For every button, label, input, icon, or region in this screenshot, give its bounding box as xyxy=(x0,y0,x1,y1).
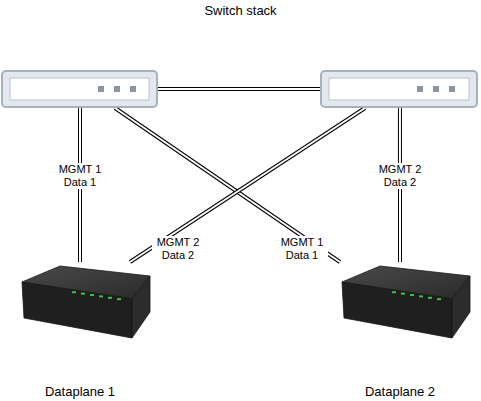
network-switch xyxy=(1,70,158,108)
double-link xyxy=(130,108,365,262)
switch-shape xyxy=(1,70,158,108)
status-led xyxy=(117,298,121,300)
link-outer xyxy=(130,108,365,262)
link-label: MGMT 1 Data 1 xyxy=(276,236,328,262)
link-label: MGMT 2 Data 2 xyxy=(152,236,204,262)
status-led xyxy=(392,291,396,293)
dataplane-device: Dataplane 1 xyxy=(10,262,150,401)
device-front xyxy=(22,282,132,338)
switch-port xyxy=(98,86,104,92)
node-label: Dataplane 1 xyxy=(10,384,150,400)
status-led xyxy=(72,291,76,293)
device-side xyxy=(452,276,470,338)
device-front xyxy=(342,282,452,338)
link-outer xyxy=(115,108,340,262)
link-label: MGMT 1 Data 1 xyxy=(54,163,106,189)
double-link xyxy=(158,89,320,90)
switch-panel xyxy=(329,78,469,100)
status-led xyxy=(108,297,112,299)
switch-port xyxy=(130,86,136,92)
status-led xyxy=(99,295,103,297)
status-led xyxy=(419,295,423,297)
link-outer xyxy=(158,87,320,91)
status-led xyxy=(410,294,414,296)
link-inner xyxy=(115,108,340,262)
dataplane-device: Dataplane 2 xyxy=(330,262,470,401)
link-label: MGMT 2 Data 2 xyxy=(374,163,426,189)
link-inner xyxy=(130,108,365,262)
switch-body xyxy=(2,71,157,107)
switch-shape xyxy=(320,70,478,108)
status-led xyxy=(428,297,432,299)
device-side xyxy=(132,276,150,338)
switch-port xyxy=(114,86,120,92)
switch-port xyxy=(417,86,423,92)
status-led xyxy=(437,298,441,300)
switch-port xyxy=(433,86,439,92)
switch-body xyxy=(321,71,477,107)
node-label: Dataplane 2 xyxy=(330,384,470,400)
switch-port xyxy=(449,86,455,92)
device-shape xyxy=(10,262,150,401)
status-led xyxy=(401,293,405,295)
network-switch xyxy=(320,70,478,108)
device-shape xyxy=(330,262,470,401)
double-link xyxy=(115,108,340,262)
link-inner xyxy=(158,88,320,90)
status-led xyxy=(90,294,94,296)
diagram-title: Switch stack xyxy=(0,3,481,19)
status-led xyxy=(81,293,85,295)
switch-panel xyxy=(10,78,149,100)
